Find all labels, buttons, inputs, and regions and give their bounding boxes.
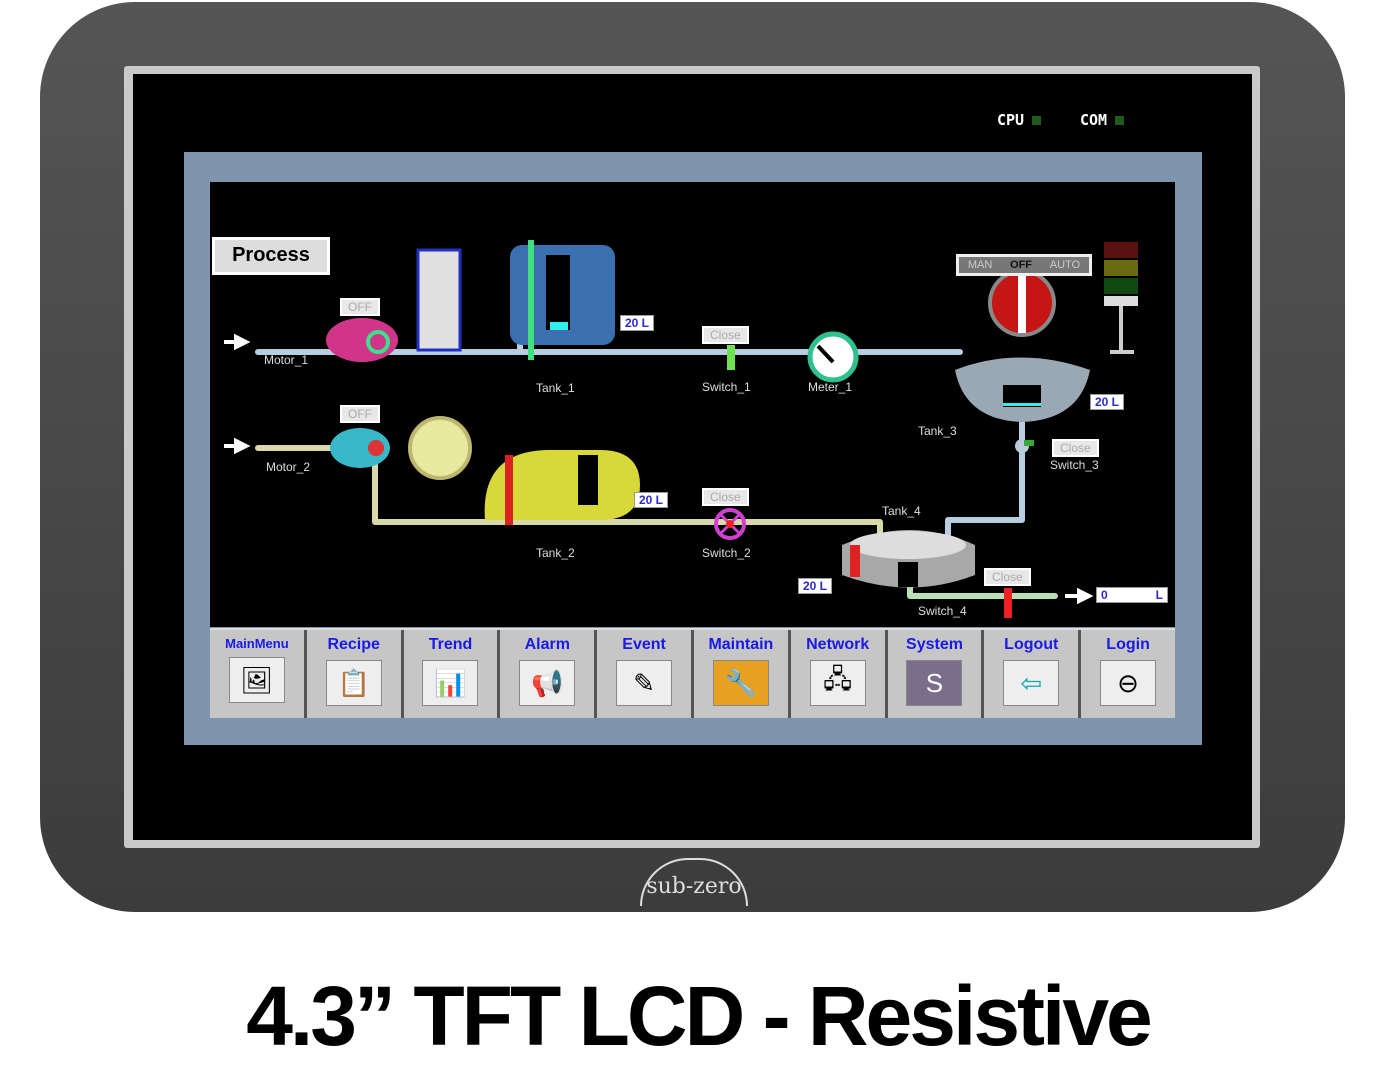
trend-icon: 📊 bbox=[422, 660, 479, 706]
motor2-gauge-icon bbox=[408, 416, 472, 480]
nav-event-button[interactable]: Event ✎ bbox=[597, 630, 694, 718]
cpu-label: CPU bbox=[997, 111, 1025, 129]
meter1-icon bbox=[807, 331, 859, 383]
output-number: 0 bbox=[1101, 588, 1108, 602]
switch2-state-button[interactable]: Close bbox=[702, 488, 749, 506]
nav-label: System bbox=[906, 636, 963, 653]
page-title: Process bbox=[212, 237, 330, 275]
switch3-label: Switch_3 bbox=[1050, 458, 1099, 472]
network-icon: 🖧 bbox=[809, 660, 866, 706]
cpu-led-icon bbox=[1032, 116, 1042, 125]
system-icon: S bbox=[906, 660, 963, 706]
pipe-tank3-tank4 bbox=[945, 397, 1025, 538]
nav-label: Event bbox=[622, 636, 666, 653]
nav-label: Maintain bbox=[708, 636, 774, 653]
tank2-icon bbox=[484, 450, 640, 520]
inlet-arrow-1-icon bbox=[224, 333, 251, 351]
nav-login-button[interactable]: Login ⊖ bbox=[1081, 630, 1175, 718]
level-gauge-icon bbox=[416, 248, 462, 352]
motor1-state-button[interactable]: OFF bbox=[340, 298, 380, 316]
com-label: COM bbox=[1080, 111, 1108, 129]
tank1-level: 20 L bbox=[620, 315, 655, 331]
alarm-icon: 📢 bbox=[519, 660, 576, 706]
event-icon: ✎ bbox=[616, 660, 673, 706]
outlet-arrow-icon bbox=[1065, 587, 1094, 605]
nav-label: Network bbox=[806, 636, 870, 653]
tank3-level: 20 L bbox=[1090, 394, 1125, 410]
tank4-level: 20 L bbox=[798, 578, 833, 594]
recipe-icon: 📋 bbox=[325, 660, 382, 706]
switch1-label: Switch_1 bbox=[702, 380, 751, 394]
switch2-icon bbox=[714, 508, 746, 540]
switch1-state-button[interactable]: Close bbox=[702, 326, 749, 344]
nav-mainmenu-button[interactable]: MainMenu 🖼 bbox=[210, 630, 307, 718]
tower-light-icon bbox=[1104, 242, 1138, 258]
nav-label: Alarm bbox=[524, 636, 570, 653]
tank2-level: 20 L bbox=[634, 492, 669, 508]
switch1-icon bbox=[727, 345, 735, 370]
com-indicator: COM bbox=[1080, 111, 1125, 129]
motor2-icon bbox=[330, 428, 390, 468]
switch4-label: Switch_4 bbox=[918, 604, 967, 618]
tank3-label: Tank_3 bbox=[918, 424, 957, 438]
tank4-label: Tank_4 bbox=[882, 504, 921, 518]
nav-recipe-button[interactable]: Recipe 📋 bbox=[307, 630, 404, 718]
logout-icon: ⇦ bbox=[1003, 660, 1060, 706]
mode-auto[interactable]: AUTO bbox=[1049, 259, 1081, 271]
switch3-state-button[interactable]: Close bbox=[1052, 439, 1099, 457]
cpu-indicator: CPU bbox=[997, 111, 1042, 129]
mode-man[interactable]: MAN bbox=[967, 259, 993, 271]
nav-alarm-button[interactable]: Alarm 📢 bbox=[500, 630, 598, 718]
switch4-icon bbox=[1004, 588, 1012, 618]
nav-label: Trend bbox=[428, 636, 473, 653]
mainmenu-icon: 🖼 bbox=[228, 657, 285, 703]
tank2-label: Tank_2 bbox=[536, 546, 575, 560]
mode-off[interactable]: OFF bbox=[1010, 259, 1033, 271]
output-unit: L bbox=[1155, 588, 1163, 602]
com-led-icon bbox=[1115, 116, 1125, 125]
switch2-label: Switch_2 bbox=[702, 546, 751, 560]
nav-label: Login bbox=[1106, 636, 1150, 653]
maintain-icon: 🔧 bbox=[712, 660, 769, 706]
meter1-label: Meter_1 bbox=[808, 380, 853, 394]
nav-label: MainMenu bbox=[225, 636, 289, 651]
nav-network-button[interactable]: Network 🖧 bbox=[791, 630, 888, 718]
nav-maintain-button[interactable]: Maintain 🔧 bbox=[694, 630, 791, 718]
switch4-state-button[interactable]: Close bbox=[984, 568, 1031, 586]
nav-logout-button[interactable]: Logout ⇦ bbox=[984, 630, 1082, 718]
mode-selector[interactable]: MAN OFF AUTO bbox=[956, 254, 1092, 276]
tank1-label: Tank_1 bbox=[536, 381, 575, 395]
motor2-state-button[interactable]: OFF bbox=[340, 405, 380, 423]
motor2-label: Motor_2 bbox=[266, 460, 311, 474]
nav-trend-button[interactable]: Trend 📊 bbox=[404, 630, 501, 718]
nav-bar: MainMenu 🖼 Recipe 📋 Trend 📊 Alarm 📢 Event ✎ M… bbox=[210, 628, 1175, 718]
nav-label: Recipe bbox=[327, 636, 380, 653]
product-caption: 4.3” TFT LCD - Resistive bbox=[246, 969, 1153, 1063]
motor1-label: Motor_1 bbox=[264, 353, 309, 367]
login-icon: ⊖ bbox=[1100, 660, 1157, 706]
nav-label: Logout bbox=[1004, 636, 1059, 653]
inlet-arrow-2-icon bbox=[224, 437, 251, 455]
brand-logo: sub-zero bbox=[640, 858, 748, 906]
